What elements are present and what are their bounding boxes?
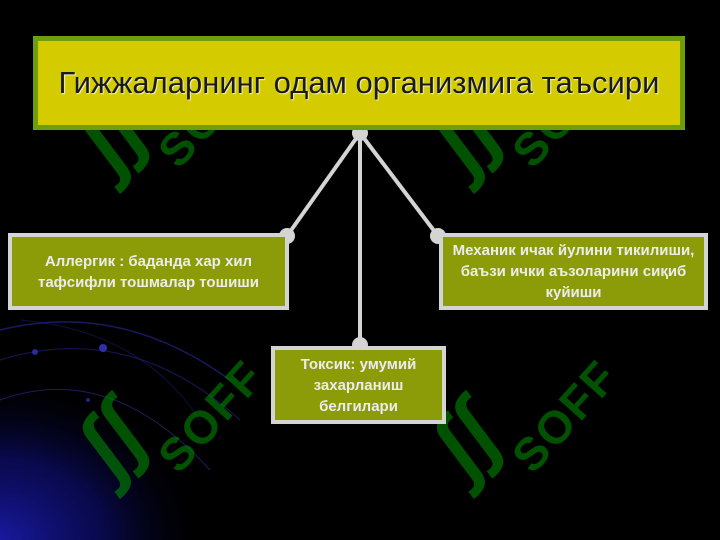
allergic-effect-text: Аллергик : баданда хар хил тафсифли тошм… [37, 252, 260, 291]
allergic-effect-box: Аллергик : баданда хар хил тафсифли тошм… [8, 233, 289, 310]
title-box: Гижжаларнинг одам организмига таъсири [33, 36, 685, 130]
toxic-effect-text: Токсик: умумий захарланиш белгилари [300, 355, 417, 415]
connector-right [358, 131, 440, 238]
slide-title: Гижжаларнинг одам организмига таъсири [58, 65, 660, 100]
mechanical-effect-text: Механик ичак йулини тикилиши, баъзи ички… [452, 242, 695, 301]
mechanical-effect-box: Механик ичак йулини тикилиши, баъзи ички… [439, 233, 708, 310]
toxic-effect-box: Токсик: умумий захарланиш белгилари [271, 346, 446, 424]
connector-left [285, 131, 362, 238]
